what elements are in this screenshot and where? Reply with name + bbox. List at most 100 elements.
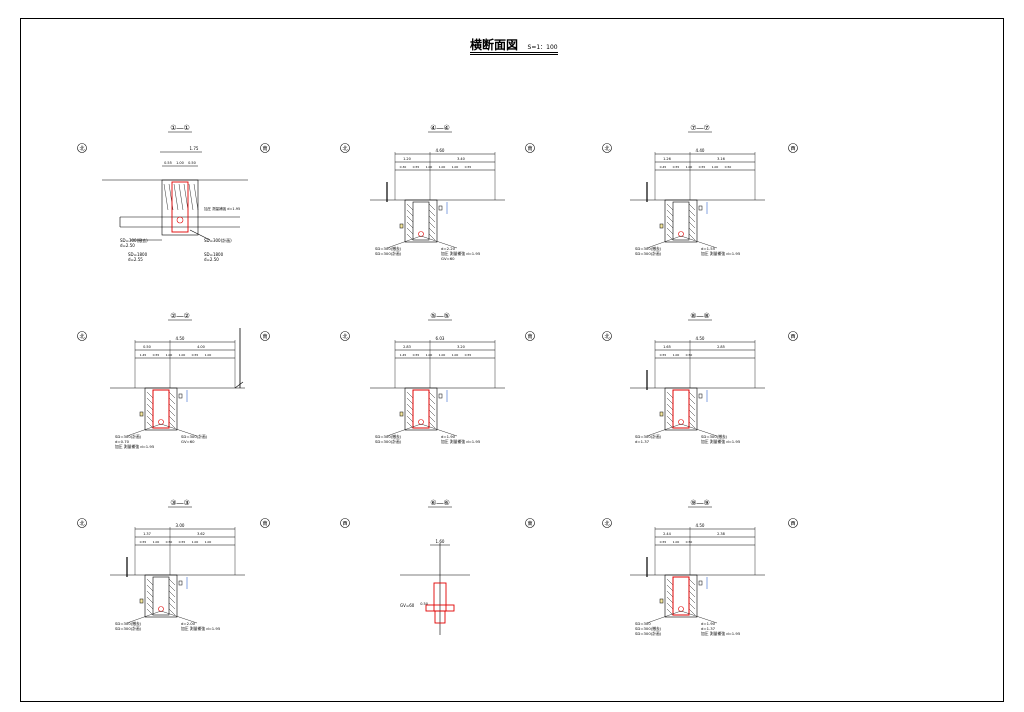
pit-outline: [152, 389, 170, 429]
hatch-line: [666, 409, 674, 417]
hatch-line: [428, 415, 436, 423]
note-text: 加圧 測量補強 d=1.95: [701, 251, 741, 256]
leader-line: [646, 235, 682, 249]
pit-outline: [672, 576, 690, 616]
direction-marker-right: [260, 518, 270, 528]
hatch-line: [688, 233, 696, 241]
dim-label: 1.00: [439, 353, 446, 357]
leader-line: [126, 610, 162, 624]
hatch-line: [688, 403, 696, 411]
dim-label: 1.20: [403, 157, 411, 161]
leader-line: [386, 235, 422, 249]
dim-label: 2.44: [663, 532, 672, 536]
dim-label: 1.00: [179, 353, 186, 357]
direction-marker-right: [260, 331, 270, 341]
dim-label-overall: 4.50: [176, 336, 185, 341]
hatch-line: [146, 403, 154, 411]
section-label: ②―②: [170, 312, 190, 320]
dim-label: 3.40: [457, 157, 465, 161]
pipe-circle: [418, 231, 424, 237]
hatch-line: [406, 221, 414, 229]
leader-line: [420, 235, 458, 249]
marker-symbol: [698, 205, 703, 211]
direction-marker-left-text: 北: [79, 520, 84, 527]
title-underline: [470, 52, 558, 53]
hatch-line: [146, 596, 154, 604]
dim-label: 2.83: [403, 345, 411, 349]
direction-marker-right: [788, 518, 798, 528]
hatch-line: [666, 203, 674, 211]
dim-label-overall: 4.50: [696, 523, 705, 528]
leader-line: [646, 423, 682, 437]
section-label: ⑦―⑦: [690, 124, 710, 132]
hatch-line: [428, 421, 436, 429]
hatch-line: [688, 415, 696, 423]
direction-marker-right: [525, 331, 535, 341]
dim-label: 1.00: [452, 353, 459, 357]
dim-label: 0.50: [686, 540, 693, 544]
note-text: GV=60: [181, 439, 195, 444]
hatch-line: [428, 409, 436, 417]
direction-marker-left-text: 北: [79, 145, 84, 152]
direction-marker-right: [525, 518, 535, 528]
direction-marker-left-text: 北: [342, 145, 347, 152]
direction-marker-right-text: 西: [790, 334, 795, 340]
pipe-circle: [678, 231, 684, 237]
hatch-line: [666, 602, 674, 610]
hatch-line: [428, 403, 436, 411]
note-text: SD=300(撤去): [635, 626, 662, 631]
hatch-line: [168, 391, 176, 399]
drawing-title-text: 横断面図: [470, 38, 519, 52]
note-text: d=1.90: [441, 434, 456, 439]
note-text: d=0.70: [115, 439, 130, 444]
direction-marker-left: [602, 331, 612, 341]
note-text: SD=300(撤去): [115, 621, 142, 626]
note-text: d=2.55: [128, 257, 143, 262]
direction-marker-right-text: 南: [262, 145, 267, 152]
dim-label-overall: 3.00: [176, 523, 185, 528]
marker-symbol: [698, 393, 703, 399]
hatch-line: [428, 397, 436, 405]
note-text: 加圧 測量補強 d=1.95: [181, 626, 221, 631]
dim-label: 1.00: [205, 540, 212, 544]
hatch-line: [688, 397, 696, 405]
dim-label: 0.50: [420, 602, 428, 606]
trench-outline: [404, 387, 438, 431]
note-text: d=1.37: [701, 626, 716, 631]
hatch-line: [146, 415, 154, 423]
hatch-line: [688, 391, 696, 399]
dim-label: 0.50: [166, 540, 173, 544]
direction-marker-right-text: 南: [262, 520, 267, 527]
hatch-line: [428, 227, 436, 235]
trench-outline: [664, 574, 698, 618]
note-text: SD=300(撤去): [701, 434, 728, 439]
hatch-line: [666, 578, 674, 586]
note-text: SD=300: [635, 621, 651, 626]
hatch-line: [168, 602, 176, 610]
note-text: d=2.20: [441, 246, 456, 251]
dim-label: 2.38: [717, 532, 725, 536]
hatch-line: [406, 397, 414, 405]
section-s6: ⑥―⑥西東1.600.50GV=60: [340, 499, 535, 635]
hatch-line: [666, 391, 674, 399]
section-label: ⑤―⑤: [430, 312, 450, 320]
dim-label: 1.60: [436, 539, 445, 544]
hatch-line: [406, 403, 414, 411]
hatch-line: [688, 409, 696, 417]
drawing-title: 横断面図 S=1：100: [470, 36, 558, 53]
dim-label: 1.00: [452, 165, 459, 169]
hatch-line: [168, 584, 176, 592]
hatch-line: [146, 602, 154, 610]
hatch-line: [666, 215, 674, 223]
wall-line: [234, 381, 244, 389]
pipe-circle: [418, 419, 424, 425]
note-text: SD=300(計画): [181, 434, 208, 439]
note-text: 加圧 測量補強 d=1.95: [441, 251, 481, 256]
valve-foot-red: [434, 610, 446, 624]
note-text: 加圧 測量補強 d=1.95: [701, 439, 741, 444]
direction-marker-right-text: 東: [527, 520, 532, 527]
